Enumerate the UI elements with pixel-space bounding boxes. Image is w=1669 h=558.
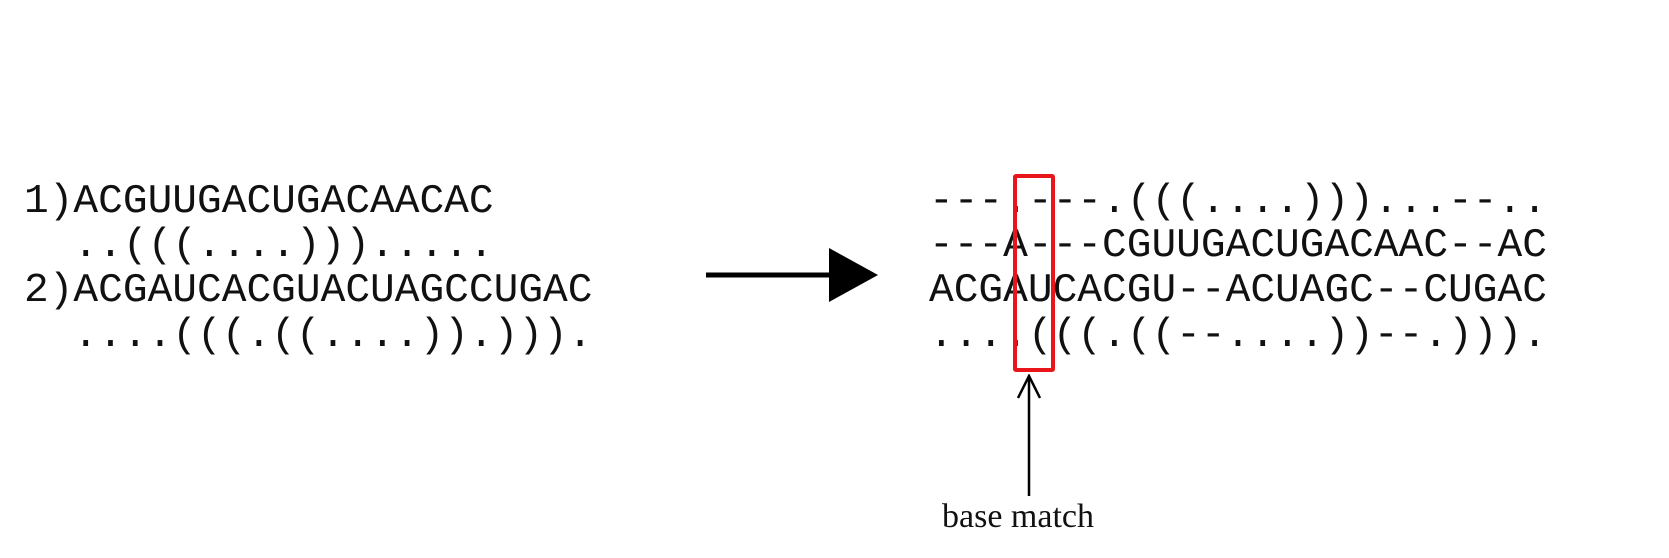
input-sequence-1: 1)ACGUUGACUGACAACAC — [24, 179, 494, 225]
aligned-structure-2: ....(((.((--....))--.))). — [929, 313, 1547, 359]
input-structure-2: ....(((.((....)).))). — [24, 313, 642, 359]
input-sequence-2: 2)ACGAUCACGUACUAGCCUGAC — [24, 268, 593, 314]
base-match-label: base match — [942, 498, 1094, 535]
input-structure-1: ..(((....)))..... — [24, 223, 544, 269]
transform-arrow-head — [829, 248, 878, 302]
pointer-arrow-head — [1016, 374, 1042, 399]
aligned-sequence-1: ---A---CGUUGACUGACAAC--AC — [929, 223, 1547, 269]
transform-arrow — [706, 248, 878, 302]
aligned-structure-1: ---.---.(((....)))...--.. — [929, 179, 1547, 225]
pointer-arrow — [1016, 374, 1042, 496]
base-match-highlight — [1013, 174, 1055, 372]
aligned-sequence-2: ACGAUCACGU--ACUAGC--CUGAC — [929, 268, 1547, 314]
